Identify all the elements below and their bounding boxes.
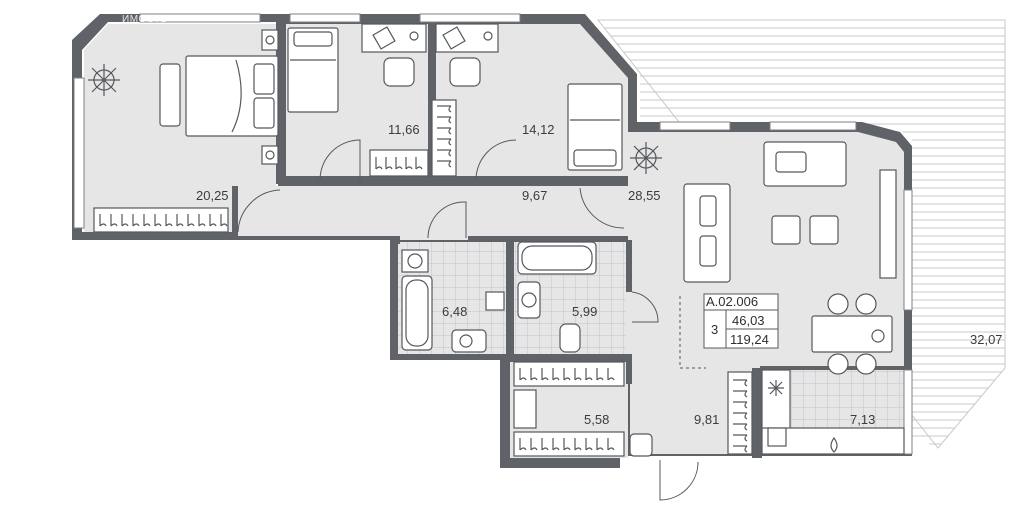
hanger-icon (110, 214, 118, 227)
dining-table-icon (811, 293, 893, 375)
room-area-living-room: 28,55 (628, 188, 661, 203)
hanger-icon (209, 214, 217, 227)
apartment-info-block: А.02.006 3 46,03 119,24 (703, 293, 779, 349)
hanger-icon (585, 368, 593, 381)
sofa-icon (683, 141, 847, 283)
hanger-icon (437, 105, 452, 113)
hanger-icon (415, 157, 423, 170)
bed-small-icon (287, 27, 339, 113)
apartment-total-area: 119,24 (730, 332, 769, 347)
hanger-icon (154, 214, 162, 227)
watermark-text: ИМОСТЬ (122, 14, 168, 25)
hanger-icon (375, 157, 383, 170)
apartment-code: А.02.006 (706, 294, 758, 309)
hanger-icon (574, 438, 582, 451)
hanger-icon (530, 368, 538, 381)
room-area-entrance-hall: 9,81 (694, 412, 719, 427)
hanger-icon (733, 412, 748, 420)
hanger-icon (541, 368, 549, 381)
hanger-icon (563, 438, 571, 451)
hanger-icon (607, 368, 615, 381)
hanger-icon (176, 214, 184, 227)
hanger-icon (132, 214, 140, 227)
hanger-icon (733, 445, 748, 453)
hanger-icon (585, 438, 593, 451)
hanger-icon (519, 438, 527, 451)
hanger-icon (437, 127, 452, 135)
windows (73, 13, 913, 455)
hanger-icon (733, 401, 748, 409)
hanger-icon (596, 368, 604, 381)
apartment-living-area: 46,03 (732, 313, 765, 328)
hanger-icon (437, 116, 452, 124)
hanger-icon (541, 438, 549, 451)
bed-master-icon (159, 55, 279, 137)
hanger-icon (552, 368, 560, 381)
hanger-icon (220, 214, 228, 227)
hanger-icon (187, 214, 195, 227)
room-area-bedroom-master: 20,25 (196, 188, 229, 203)
hanger-icon (733, 390, 748, 398)
hanger-icon (437, 149, 452, 157)
room-area-bedroom-small: 11,66 (388, 122, 420, 137)
bed-middle-icon (567, 83, 623, 171)
hanger-icon (733, 379, 748, 387)
hanger-icon (596, 438, 604, 451)
hanger-icon (607, 438, 615, 451)
hanger-icon (733, 434, 748, 442)
apartment-rooms-count: 3 (711, 322, 718, 337)
armchair-icon (771, 215, 839, 245)
bathtub-left-icon (401, 249, 505, 353)
hanger-icon (437, 138, 452, 146)
tv-icon (879, 169, 897, 279)
nightstand-icon (261, 29, 279, 165)
room-area-hallway: 9,67 (522, 188, 547, 203)
room-area-wardrobe: 5,58 (584, 412, 609, 427)
hanger-icon (405, 157, 413, 170)
room-area-terrace: 32,07 (970, 332, 1003, 347)
hanger-icon (530, 438, 538, 451)
plant-icon (88, 64, 662, 174)
room-area-kitchen: 7,13 (850, 412, 875, 427)
hanger-icon (519, 368, 527, 381)
hanger-icon (563, 368, 571, 381)
hanger-icon (99, 214, 107, 227)
hanger-icon (395, 157, 403, 170)
wardrobe-rack-icon (513, 361, 753, 457)
hanger-icon (574, 368, 582, 381)
hanger-icon (437, 160, 452, 168)
wardrobe-small-icon (369, 99, 457, 177)
hanger-icon (198, 214, 206, 227)
bathtub-right-icon (517, 241, 597, 353)
desk-icon (361, 23, 499, 87)
room-area-bedroom-middle: 14,12 (522, 122, 555, 137)
hanger-icon (121, 214, 129, 227)
hanger-icon (385, 157, 393, 170)
wardrobe-master-icon (93, 207, 229, 233)
room-area-bathroom-right: 5,99 (572, 304, 597, 319)
doors (237, 139, 706, 501)
room-area-bathroom-left: 6,48 (442, 304, 467, 319)
hanger-icon (165, 214, 173, 227)
hanger-icon (552, 438, 560, 451)
hanger-icon (733, 423, 748, 431)
hanger-icon (143, 214, 151, 227)
kitchen-counter-icon (761, 369, 905, 455)
